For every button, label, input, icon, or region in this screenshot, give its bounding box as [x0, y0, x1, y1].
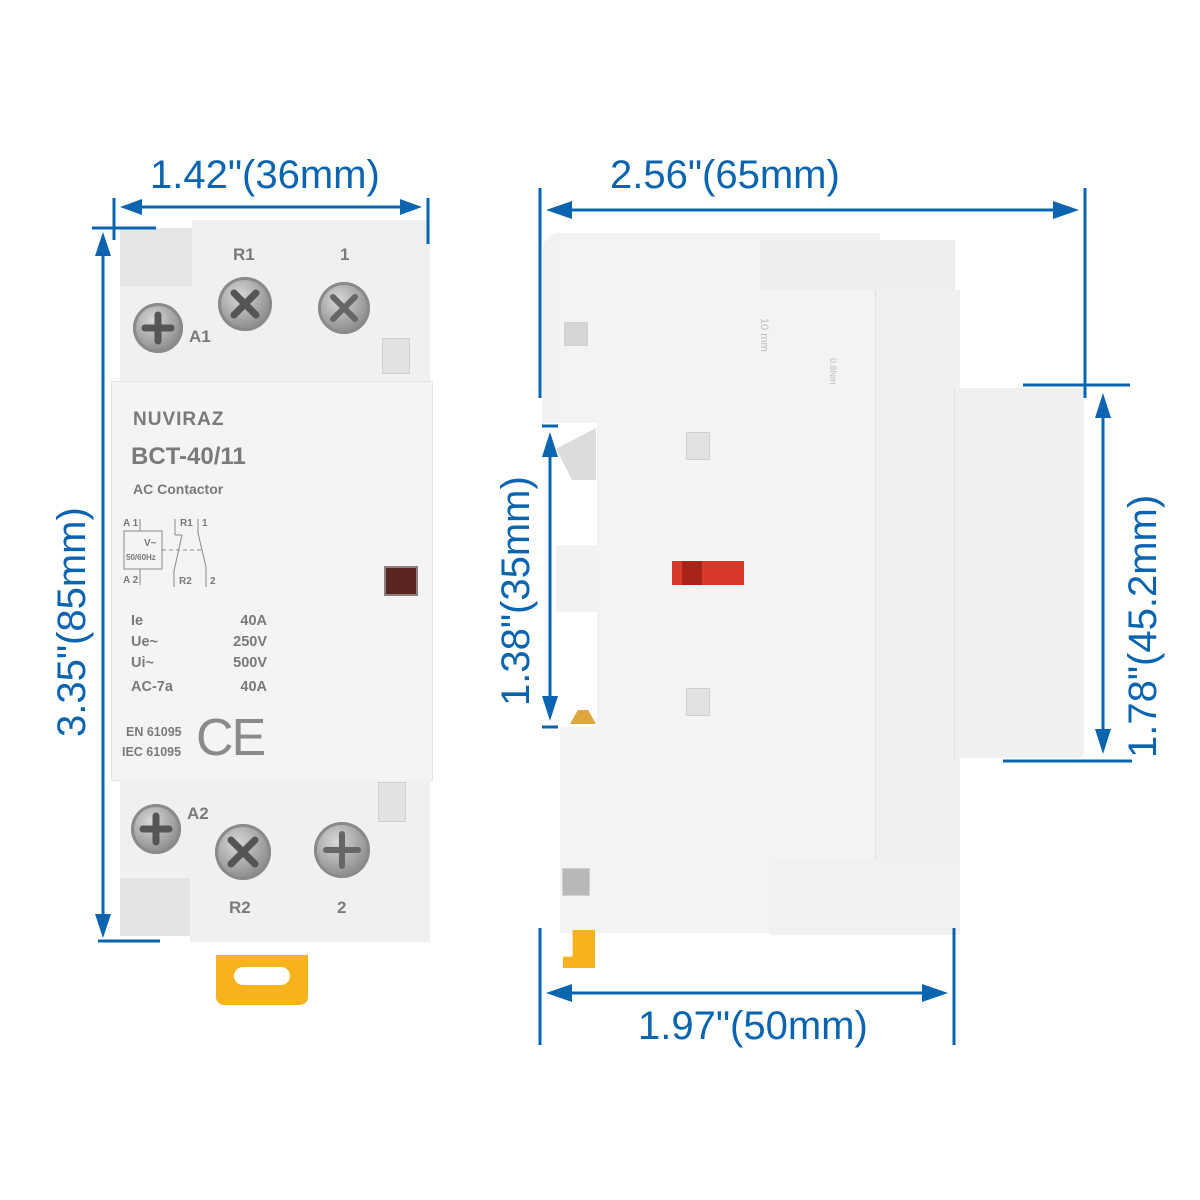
phillips-screw-icon — [227, 836, 259, 868]
strip-length-mark: 10 mm — [758, 318, 770, 352]
din-clip-hole — [234, 967, 290, 985]
bottom-terminal-block-lower — [190, 870, 430, 942]
schematic-a1: A 1 — [123, 518, 139, 529]
ce-mark-icon: CE — [196, 709, 266, 767]
din-rail-mid-tab — [556, 545, 596, 612]
phillips-screw-icon — [230, 289, 260, 319]
dimension-din-rail-height: 1.38"(35mm) — [494, 476, 538, 706]
phillips-screw-icon — [141, 311, 175, 345]
side-view: 10 mm 0.8Nm 2.56"(65mm) 1.38"(35mm) 1.78… — [460, 0, 1200, 1200]
schematic-r1: R1 — [180, 518, 193, 529]
dimension-base-depth: 1.97"(50mm) — [638, 1004, 868, 1048]
front-view: R1 1 A1 A2 R2 2 NUVIRAZ BCT-40/11 AC Con… — [0, 0, 460, 1200]
terminal-screw-r1[interactable] — [218, 277, 272, 331]
phillips-screw-icon — [323, 831, 361, 869]
brand-name: NUVIRAZ — [133, 409, 225, 430]
terminal-screw-a2[interactable] — [131, 804, 181, 854]
bottom-terminal-block-left-step — [120, 878, 190, 936]
side-slot-lower — [686, 688, 710, 716]
spec-value: 40A — [240, 613, 267, 629]
terminal-screw-1[interactable] — [318, 282, 370, 334]
din-rail-latch-yellow — [570, 710, 596, 724]
spec-name: Ie — [131, 613, 144, 629]
spec-name: AC-7a — [131, 679, 173, 695]
schematic-coil-voltage: V~ — [144, 538, 157, 549]
side-front-face — [954, 388, 1084, 758]
terminal-label-1: 1 — [340, 245, 350, 264]
bottom-right-slot — [378, 782, 406, 822]
terminal-label-a2: A2 — [187, 804, 209, 823]
terminal-label-r1: R1 — [233, 245, 255, 264]
spec-row: Ue~ 250V — [131, 634, 267, 650]
spec-row: Ui~ 500V — [131, 655, 267, 671]
terminal-screw-a1[interactable] — [133, 303, 183, 353]
model-number: BCT-40/11 — [131, 443, 246, 470]
front-face-panel — [112, 382, 432, 780]
dimension-side-depth: 2.56"(65mm) — [610, 153, 840, 197]
dimension-front-face-height: 1.78"(45.2mm) — [1121, 494, 1165, 758]
terminal-label-2: 2 — [337, 898, 347, 917]
terminal-label-a1: A1 — [189, 327, 211, 346]
standard-iec: IEC 61095 — [122, 745, 182, 759]
spec-row: Ie 40A — [131, 613, 267, 629]
side-dimension-lines — [538, 188, 1132, 1045]
red-indicator-dark-part — [682, 561, 702, 585]
terminal-screw-r2[interactable] — [215, 824, 271, 880]
wiring-schematic: A 1 V~ 50/60Hz A 2 R1 1 R2 2 — [122, 517, 222, 589]
front-dimension-lines — [92, 198, 430, 244]
product-type: AC Contactor — [133, 481, 224, 497]
side-body-lower-right — [770, 860, 960, 935]
schematic-lines-icon — [123, 519, 207, 587]
schematic-c2: 2 — [210, 576, 216, 587]
phillips-screw-icon — [330, 294, 358, 322]
side-slot-top — [564, 322, 588, 346]
side-slot-bottom — [562, 868, 590, 896]
dimension-front-height: 3.35"(85mm) — [50, 507, 94, 737]
terminal-screw-2[interactable] — [314, 822, 370, 878]
terminal-label-r2: R2 — [229, 898, 251, 917]
spec-name: Ui~ — [131, 655, 154, 671]
top-terminal-block-upper — [192, 220, 430, 286]
side-slot-upper — [686, 432, 710, 460]
top-right-slot — [382, 338, 410, 374]
side-body-top-step — [760, 240, 955, 290]
spec-value: 250V — [233, 634, 267, 650]
status-indicator-window — [384, 566, 418, 596]
schematic-coil-freq: 50/60Hz — [126, 553, 156, 562]
side-body-middle — [875, 290, 960, 860]
dimension-front-width: 1.42"(36mm) — [150, 153, 380, 197]
red-indicator-window — [672, 561, 744, 585]
brand-logo: NUVIRAZ — [133, 409, 224, 431]
spec-row: AC-7a 40A — [131, 679, 267, 695]
torque-mark: 0.8Nm — [828, 358, 838, 385]
front-height-dimension-lines — [95, 232, 160, 943]
schematic-r2: R2 — [179, 576, 192, 587]
din-rail-clip[interactable] — [216, 955, 308, 1005]
schematic-c1: 1 — [202, 518, 208, 529]
spec-value: 500V — [233, 655, 267, 671]
top-terminal-block-left-step — [120, 228, 192, 286]
standard-en: EN 61095 — [126, 725, 182, 739]
spec-value: 40A — [240, 679, 267, 695]
phillips-screw-icon — [139, 812, 173, 846]
spec-name: Ue~ — [131, 634, 159, 650]
schematic-a2: A 2 — [123, 575, 139, 586]
